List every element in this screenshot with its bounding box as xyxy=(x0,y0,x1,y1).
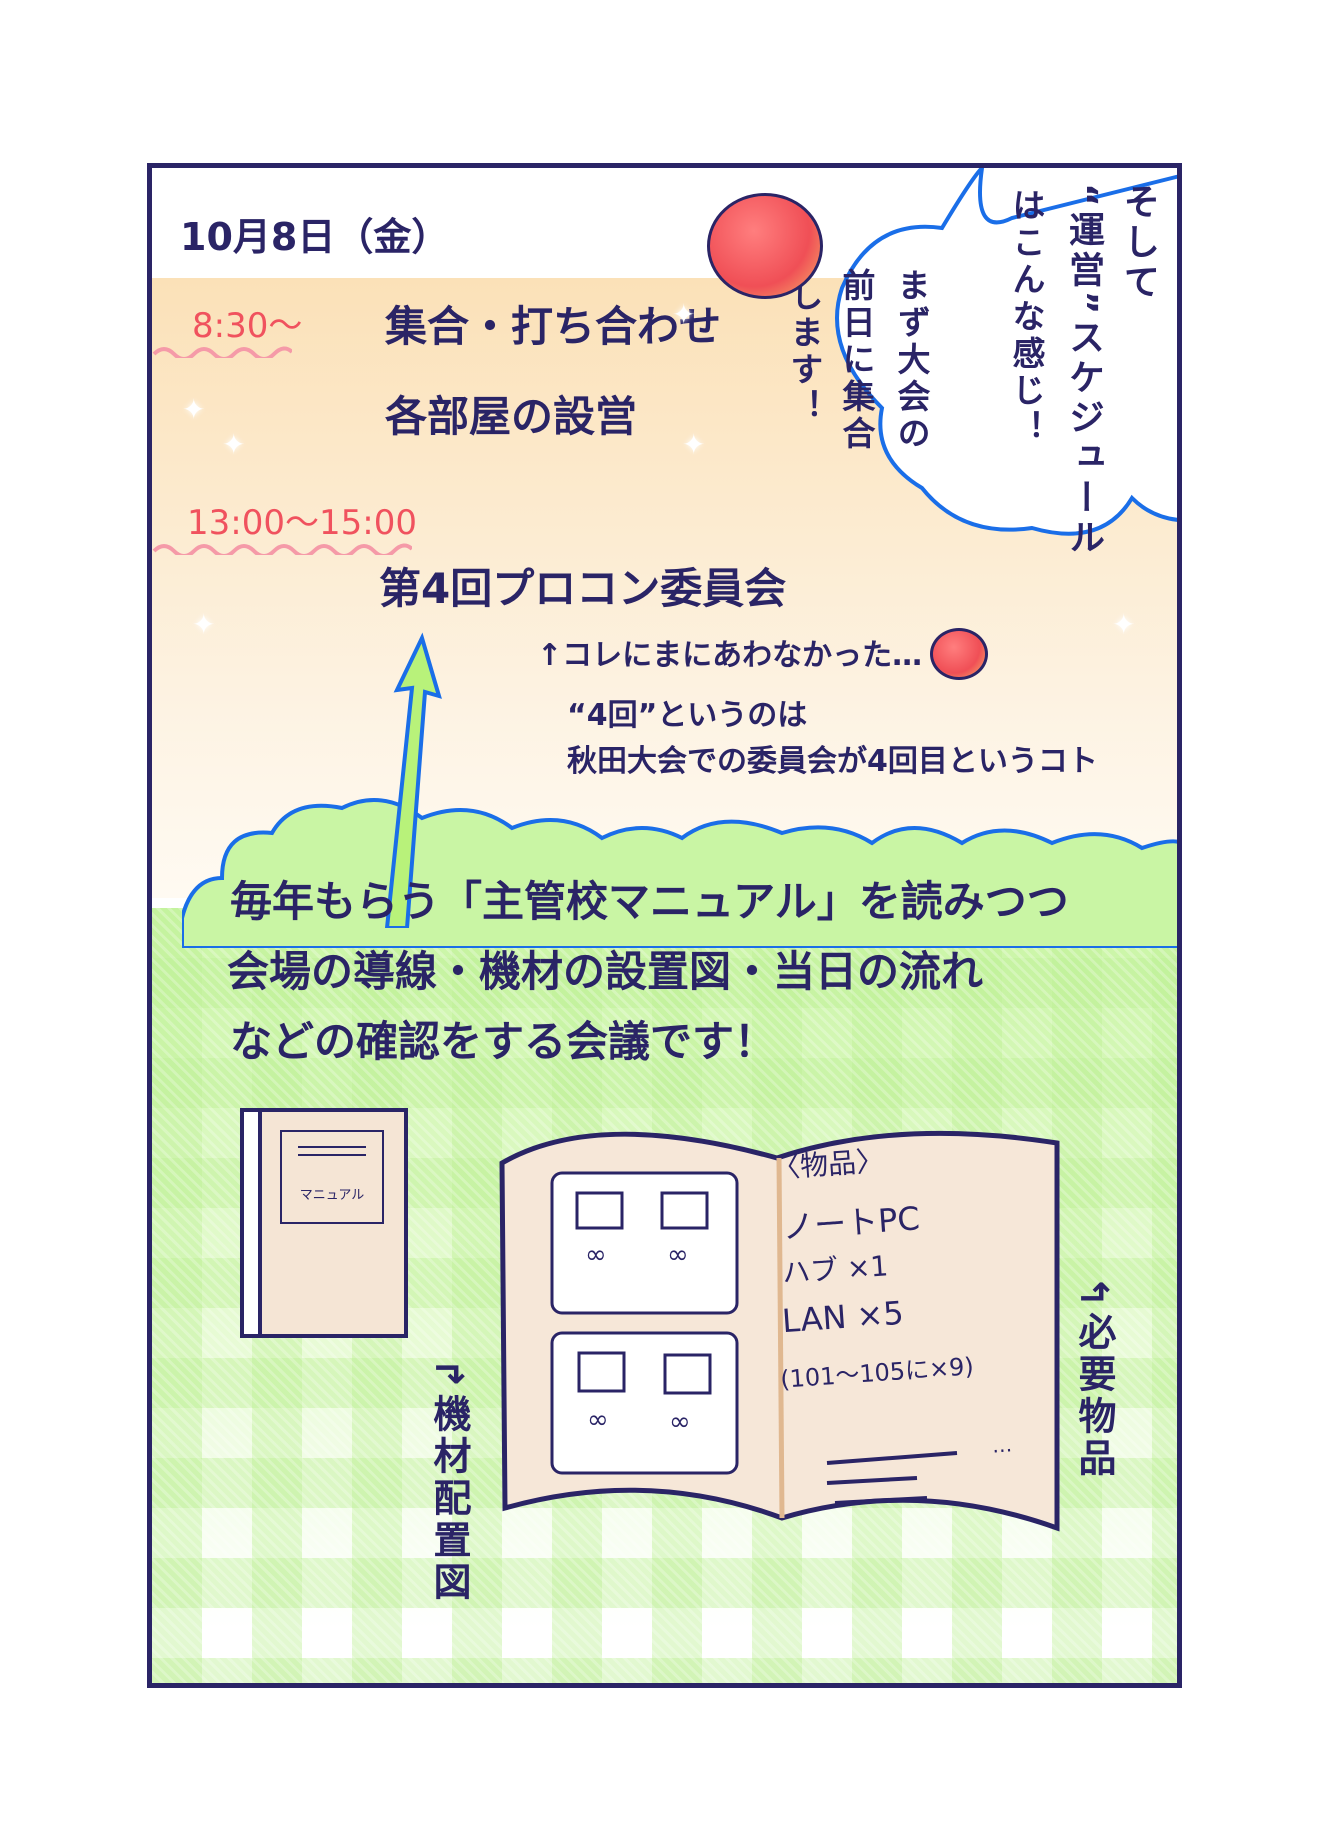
manual-book: マニュアル xyxy=(240,1108,408,1338)
bubble-text: “運営”スケジュール xyxy=(1063,183,1104,559)
manual-title: マニュアル xyxy=(299,1188,365,1203)
time-830: 8:30～ xyxy=(192,306,303,346)
missed-note: ↑コレにまにあわなかった… xyxy=(537,638,923,673)
date-heading: 10月8日（金） xyxy=(180,215,450,259)
book-ellipsis: … xyxy=(991,1432,1013,1458)
bubble-text: 前日に集合 xyxy=(837,268,876,453)
apple-character-icon xyxy=(707,193,823,299)
apple-character-icon xyxy=(930,628,988,680)
description-line: 会場の導線・機材の設置図・当日の流れ xyxy=(227,947,984,996)
description-line: などの確認をする会議です！ xyxy=(230,1017,777,1066)
wavy-underline xyxy=(152,346,292,358)
open-manual-illustration: ∞ ∞ ∞ ∞ xyxy=(499,1130,1060,1532)
sparkle-icon: ✦ xyxy=(222,428,246,461)
sparkle-icon: ✦ xyxy=(192,608,216,641)
svg-text:∞: ∞ xyxy=(587,1405,609,1435)
book-item: ノートPC xyxy=(780,1199,921,1247)
svg-text:∞: ∞ xyxy=(585,1240,607,1270)
schedule-item: 集合・打ち合わせ xyxy=(385,302,722,351)
explain-note: 秋田大会での委員会が4回目というコト xyxy=(567,744,1098,779)
bubble-text: そして xyxy=(1118,183,1159,303)
wavy-underline xyxy=(152,543,412,555)
description-line: 毎年もらう「主管校マニュアル」を読みつつ xyxy=(230,877,1069,926)
manual-cover-label: マニュアル xyxy=(280,1130,384,1224)
book-item: ハブ ×1 xyxy=(781,1249,890,1290)
sparkle-icon: ✦ xyxy=(672,298,696,331)
layout-diagram-label: ↱機材配置図 xyxy=(427,1358,471,1604)
comic-panel: 10月8日（金） 8:30～ 集合・打ち合わせ 各部屋の設営 13:00～15:… xyxy=(147,163,1182,1688)
bubble-text: はこんな感じ！ xyxy=(1007,188,1046,447)
schedule-item: 第4回プロコン委員会 xyxy=(379,564,787,613)
svg-text:∞: ∞ xyxy=(667,1240,689,1270)
sparkle-icon: ✦ xyxy=(682,428,706,461)
time-1300: 13:00～15:00 xyxy=(187,503,417,543)
bubble-text: まず大会の xyxy=(892,268,931,453)
schedule-item: 各部屋の設営 xyxy=(385,392,638,441)
green-cloud-edge xyxy=(182,798,1177,948)
speech-bubble xyxy=(835,168,1177,536)
sparkle-icon: ✦ xyxy=(1112,608,1136,641)
green-arrow-icon xyxy=(384,632,442,928)
book-spine xyxy=(244,1112,262,1334)
needed-items-label: ↰必要物品 xyxy=(1072,1276,1116,1480)
sparkle-icon: ✦ xyxy=(182,393,206,426)
svg-text:∞: ∞ xyxy=(669,1407,691,1437)
explain-note: “4回”というのは xyxy=(567,698,808,733)
book-heading: 〈物品〉 xyxy=(771,1144,886,1185)
bubble-text: します！ xyxy=(785,278,824,426)
